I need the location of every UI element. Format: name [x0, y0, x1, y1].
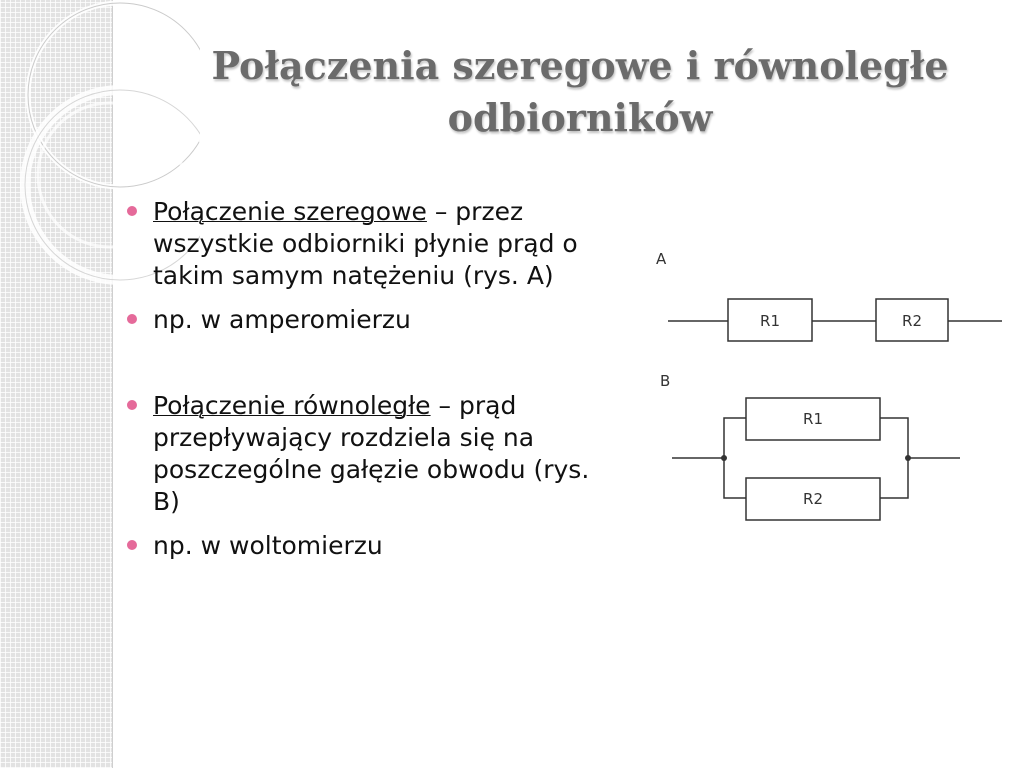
bullet-text: np. w woltomierzu: [153, 531, 383, 560]
bullet-text: np. w amperomierzu: [153, 305, 411, 334]
series-r1-label: R1: [760, 312, 780, 330]
title-line-1: Połączenia szeregowe i równoległe: [211, 43, 949, 88]
bullet-text: – prąd przepływający rozdziela się na po…: [153, 391, 590, 516]
bullet-dot-icon: [127, 400, 137, 410]
bullet-parallel: Połączenie równoległe – prąd przepływają…: [125, 390, 595, 518]
diagram-label-b: B: [660, 372, 670, 390]
decorative-side-panel: [0, 0, 113, 768]
series-resistor-r2: [875, 298, 949, 342]
bullet-term: Połączenie szeregowe: [153, 197, 427, 226]
bullet-series-example: np. w amperomierzu: [125, 304, 595, 336]
diagram-label-a: A: [656, 250, 667, 268]
series-r2-label: R2: [902, 312, 922, 330]
circuit-diagram: A B R1 R2 R1 R2: [656, 250, 1002, 521]
parallel-r1-label: R1: [803, 410, 823, 428]
bullet-dot-icon: [127, 314, 137, 324]
bullet-parallel-example: np. w woltomierzu: [125, 530, 595, 562]
parallel-resistor-r1: [745, 397, 881, 441]
bullet-term: Połączenie równoległe: [153, 391, 431, 420]
bullet-dot-icon: [127, 540, 137, 550]
bullet-list: Połączenie szeregowe – przez wszystkie o…: [125, 196, 595, 562]
parallel-resistor-r2: [745, 477, 881, 521]
bullet-series: Połączenie szeregowe – przez wszystkie o…: [125, 196, 595, 292]
bullet-text: – przez wszystkie odbiorniki płynie prąd…: [153, 197, 578, 290]
slide-title: Połączenia szeregowe i równoległe odbior…: [150, 40, 1010, 144]
series-resistor-r1: [727, 298, 813, 342]
parallel-r2-label: R2: [803, 490, 823, 508]
bullet-dot-icon: [127, 206, 137, 216]
junction-node: [721, 455, 727, 461]
title-line-2: odbiorników: [447, 95, 713, 140]
junction-node: [905, 455, 911, 461]
